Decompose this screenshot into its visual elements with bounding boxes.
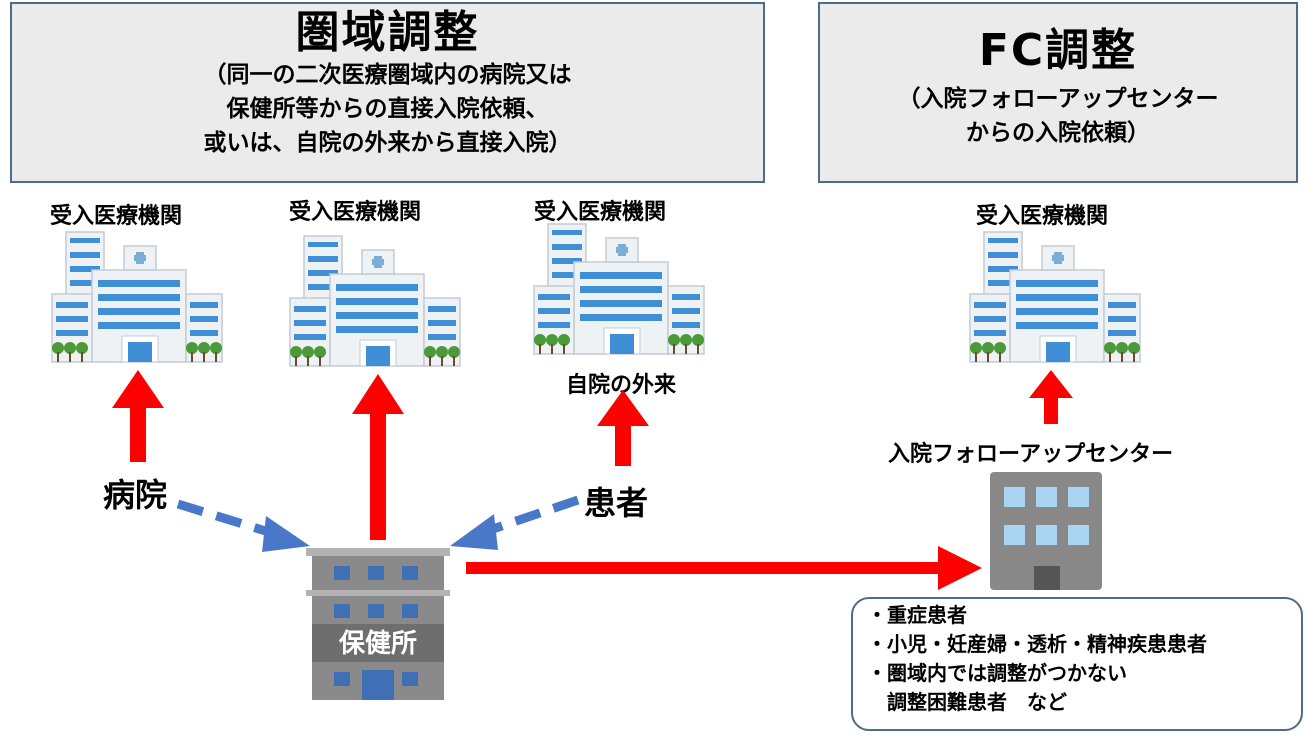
receiving-hospital-label-3: 受入医療機関 bbox=[534, 200, 667, 225]
hospital-building-icon-3 bbox=[533, 223, 705, 355]
conditions-note-box: ・重症患者 ・小児・妊産婦・透析・精神疾患患者 ・圏域内では調整がつかない 調整… bbox=[851, 597, 1303, 731]
right-panel-fc-coordination: FC調整 （入院フォローアップセンター からの入院依頼） bbox=[818, 2, 1298, 183]
left-panel-title: 圏域調整 bbox=[295, 7, 480, 58]
dashed-arrow-hospital-to-health-center bbox=[176, 499, 310, 552]
arrow-up-to-hospital-1 bbox=[112, 370, 164, 462]
health-center-building-icon bbox=[306, 548, 450, 700]
note-line-2: ・小児・妊産婦・透析・精神疾患患者 bbox=[867, 632, 1207, 656]
hospital-source-label: 病院 bbox=[103, 476, 168, 514]
receiving-hospital-label-4: 受入医療機関 bbox=[976, 204, 1109, 229]
dashed-arrow-patient-to-health-center bbox=[450, 495, 580, 550]
hospital-building-icon-4 bbox=[969, 231, 1141, 363]
arrow-right-to-followup-center bbox=[466, 546, 982, 590]
right-panel-title: FC調整 bbox=[978, 25, 1138, 76]
left-panel-subtitle-line-2: 保健所等からの直接入院依頼、 bbox=[226, 96, 549, 122]
followup-center-building-icon bbox=[990, 472, 1102, 590]
left-panel-subtitle-line-1: （同一の二次医療圏域内の病院又は bbox=[203, 62, 572, 88]
note-line-3: ・圏域内では調整がつかない bbox=[867, 661, 1127, 685]
arrow-up-to-outpatient bbox=[597, 390, 649, 466]
receiving-hospital-label-1: 受入医療機関 bbox=[50, 204, 183, 229]
left-panel-regional-coordination: 圏域調整 （同一の二次医療圏域内の病院又は 保健所等からの直接入院依頼、 或いは… bbox=[10, 2, 765, 183]
note-line-1: ・重症患者 bbox=[867, 603, 967, 627]
left-panel-subtitle-line-3: 或いは、自院の外来から直接入院） bbox=[203, 130, 572, 156]
right-panel-subtitle-line-1: （入院フォローアップセンター bbox=[897, 86, 1219, 112]
patient-source-label: 患者 bbox=[584, 484, 649, 522]
hospital-building-icon-2 bbox=[289, 235, 461, 367]
arrow-up-from-health-center bbox=[352, 374, 404, 540]
note-line-4: 調整困難患者 など bbox=[867, 690, 1067, 714]
followup-center-label: 入院フォローアップセンター bbox=[888, 442, 1174, 467]
hospital-building-icon-1 bbox=[51, 231, 223, 363]
right-panel-subtitle-line-2: からの入院依頼） bbox=[966, 120, 1150, 146]
receiving-hospital-label-2: 受入医療機関 bbox=[289, 200, 422, 225]
arrow-up-to-hospital-4 bbox=[1029, 370, 1073, 424]
health-center-sign: 保健所 bbox=[338, 629, 417, 659]
